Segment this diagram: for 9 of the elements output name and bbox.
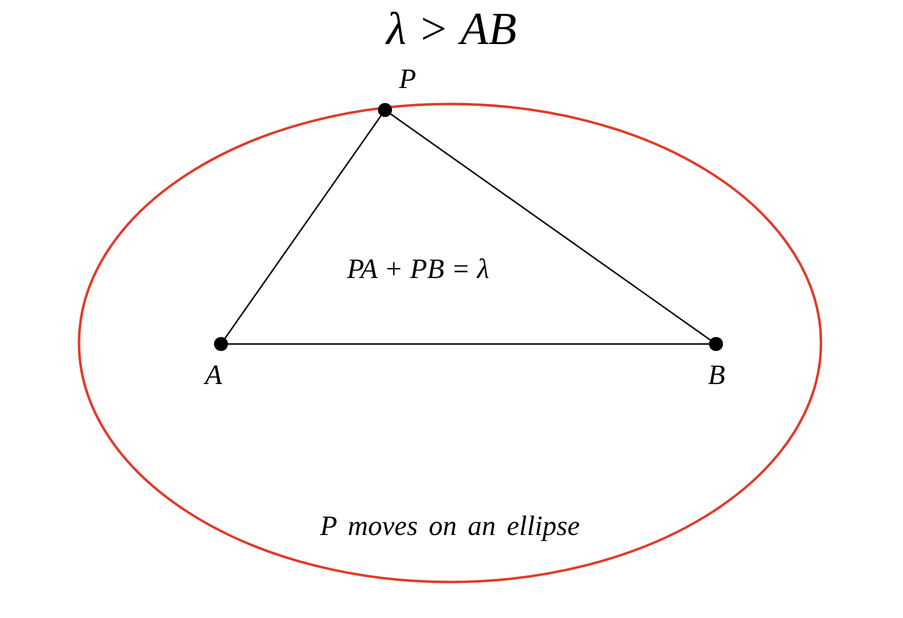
- equation-label: PA + PB = λ: [347, 256, 490, 284]
- title: λ > AB: [386, 4, 517, 55]
- point-label: B: [708, 362, 726, 390]
- line-segment: [390, 113, 711, 341]
- point-label: A: [205, 362, 222, 390]
- line-segment: [228, 343, 709, 345]
- point-label: P: [399, 66, 416, 94]
- ellipse-caption: P moves on an ellipse: [320, 513, 580, 541]
- line-segment: [224, 115, 382, 339]
